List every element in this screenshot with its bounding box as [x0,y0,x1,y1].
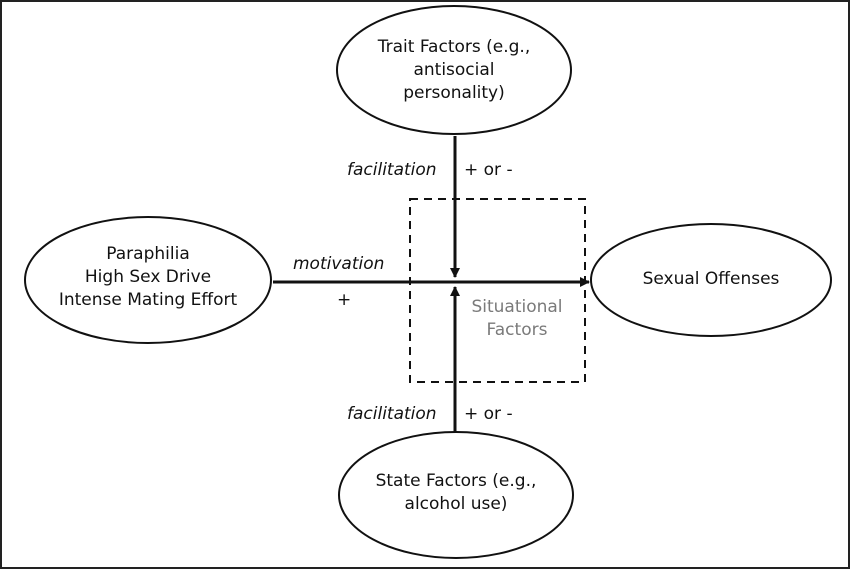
motivators-ellipse [24,216,272,344]
situational-line-2: Factors [486,320,548,340]
left-edge-sign: + [337,290,352,310]
top-edge-sign: + or - [464,160,513,180]
trait-line-1: Trait Factors (e.g., [377,37,531,57]
state-line-2: alcohol use) [404,494,508,514]
motivators-line-1: Paraphilia [106,244,190,264]
left-edge-label: motivation [293,254,385,274]
state-line-1: State Factors (e.g., [375,471,537,491]
sexual-offenses-label: Sexual Offenses [611,268,811,291]
trait-factors-ellipse [336,5,572,135]
outcome-line-1: Sexual Offenses [642,269,780,289]
situational-line-1: Situational [471,297,563,317]
situational-factors-label: Situational Factors [462,296,572,342]
trait-factors-label: Trait Factors (e.g., antisocial personal… [354,36,554,105]
bottom-edge-label: facilitation [347,404,437,424]
motivators-label: Paraphilia High Sex Drive Intense Mating… [38,243,258,312]
trait-line-3: personality) [403,83,505,103]
state-factors-label: State Factors (e.g., alcohol use) [356,470,556,516]
bottom-edge-sign: + or - [464,404,513,424]
motivators-line-2: High Sex Drive [84,267,212,287]
situational-factors-box [409,198,586,383]
top-edge-label: facilitation [347,160,437,180]
motivators-line-3: Intense Mating Effort [58,290,238,310]
sexual-offenses-ellipse [590,223,832,337]
trait-line-2: antisocial [413,60,495,80]
